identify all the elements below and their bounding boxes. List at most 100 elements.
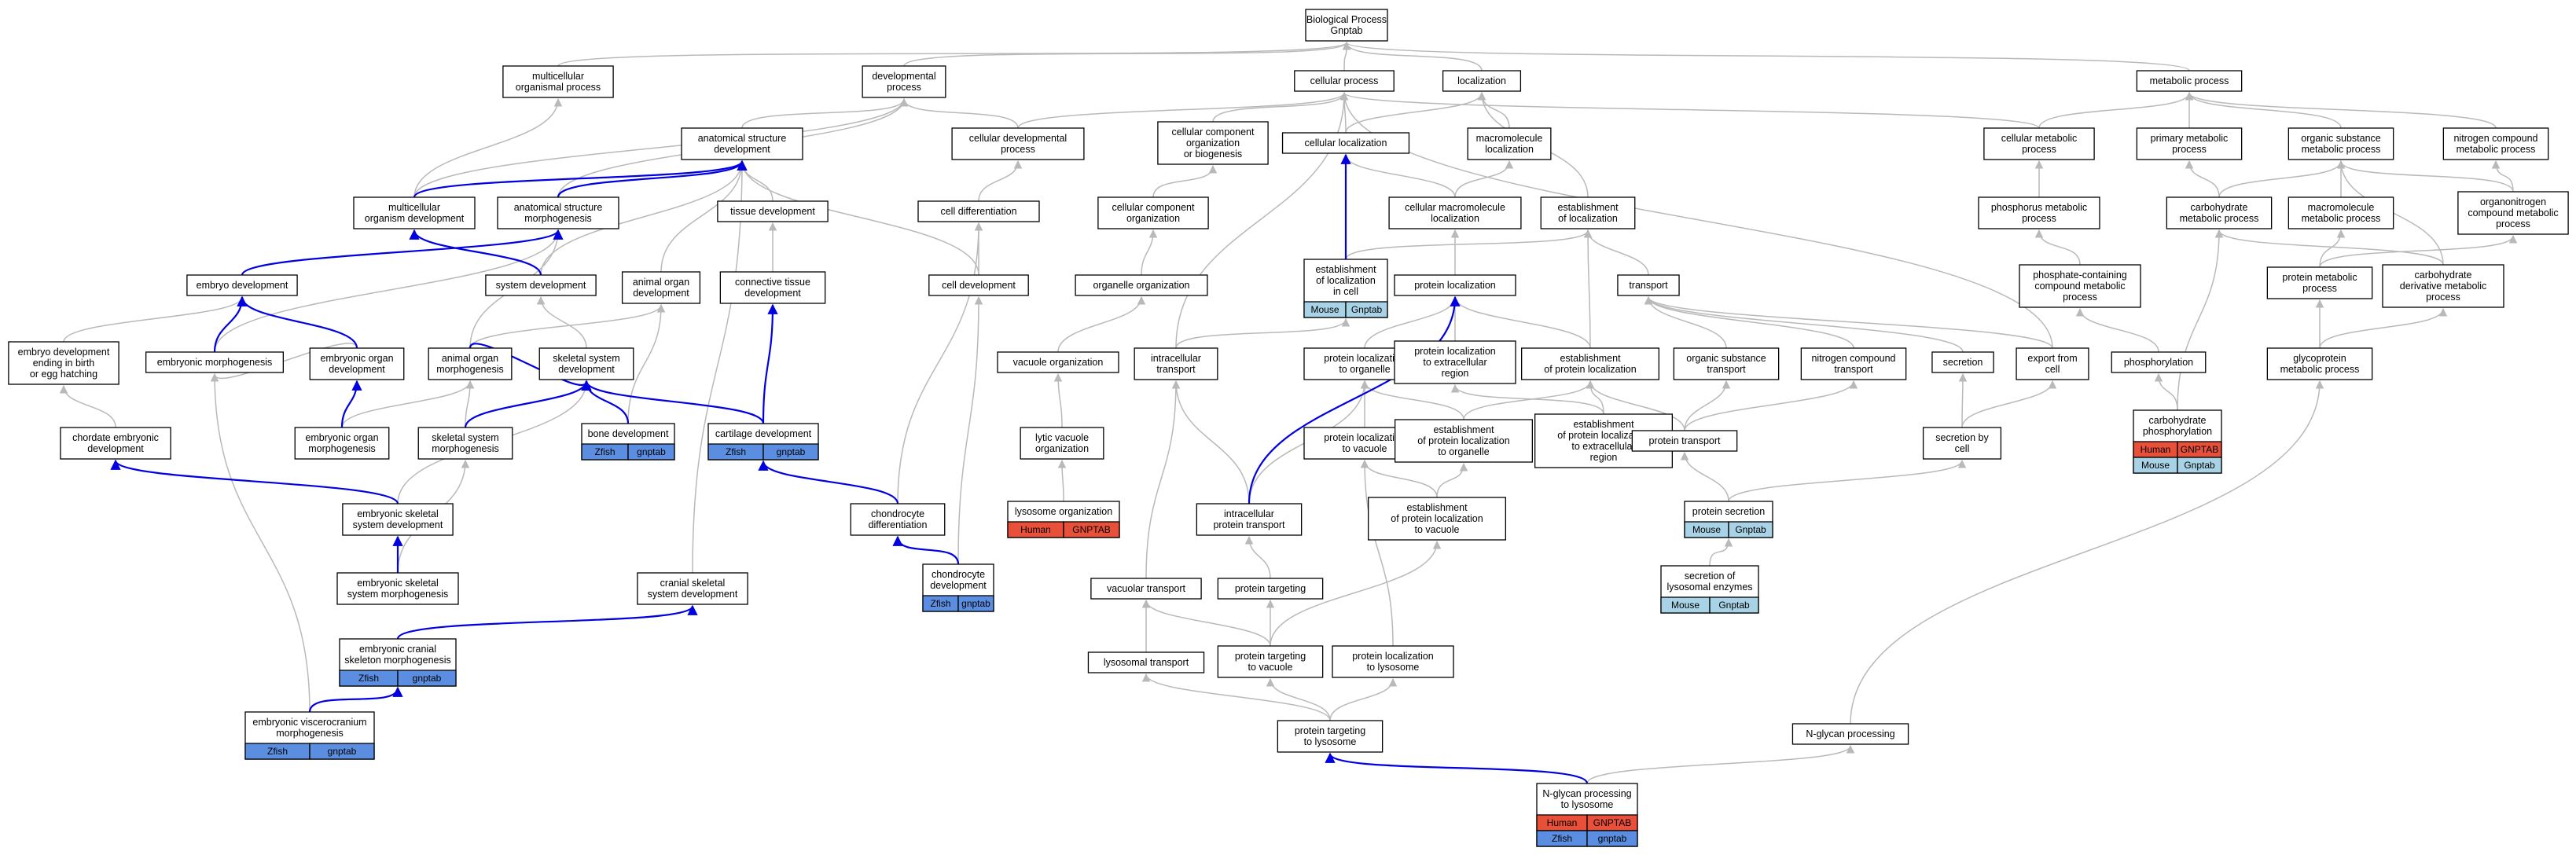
is-a-edge <box>540 160 747 276</box>
go-term-node[interactable]: protein localization <box>1394 274 1516 296</box>
node-label: protein localization <box>1414 346 1496 357</box>
go-term-node[interactable]: tissue development <box>717 200 829 222</box>
go-term-node[interactable]: embryonic viscerocraniummorphogenesisZfi… <box>244 711 375 760</box>
go-term-node[interactable]: secretion <box>1931 351 1994 373</box>
go-term-node[interactable]: N-glycan processing <box>1791 723 1909 745</box>
go-term-node[interactable]: protein targeting <box>1217 578 1324 600</box>
node-label: skeleton morphogenesis <box>344 655 451 666</box>
go-term-node[interactable]: vacuolar transport <box>1090 578 1202 600</box>
node-label: morphogenesis <box>432 443 498 454</box>
node-box <box>1087 651 1205 673</box>
go-term-node[interactable]: cellular process <box>1294 70 1395 92</box>
go-term-node[interactable]: localization <box>1442 70 1522 92</box>
go-term-node[interactable]: metabolic process <box>2136 70 2243 92</box>
node-box <box>2266 347 2373 380</box>
node-label: protein transport <box>1648 435 1721 446</box>
go-term-node[interactable]: lysosomal transport <box>1087 651 1205 673</box>
go-term-node[interactable]: vacuole organization <box>997 351 1119 373</box>
go-term-node[interactable]: system development <box>485 274 597 296</box>
node-label: lysosome organization <box>1015 506 1112 517</box>
is-a-edge <box>2177 229 2224 411</box>
node-label: system development <box>496 280 586 291</box>
go-term-node[interactable]: cellular localization <box>1281 132 1410 154</box>
is-a-edge <box>1958 372 1968 428</box>
go-term-node[interactable]: cell development <box>928 274 1029 296</box>
go-term-node[interactable]: protein transport <box>1631 430 1738 452</box>
is-a-edge <box>210 372 311 713</box>
go-term-node[interactable]: cell differentiation <box>917 200 1040 222</box>
go-term-node[interactable]: transport <box>1617 274 1680 296</box>
go-term-node[interactable]: embryo development <box>186 274 298 296</box>
go-term-node[interactable]: phosphorylation <box>2111 351 2207 373</box>
go-term-node[interactable]: embryonic morphogenesis <box>145 351 284 373</box>
go-term-node[interactable]: organelle organization <box>1075 274 1208 296</box>
node-box <box>2266 266 2373 299</box>
node-box <box>928 274 1029 296</box>
is-a-edge <box>2075 307 2159 353</box>
node-label: embryo development <box>18 347 110 358</box>
is-a-edge <box>1017 91 1349 129</box>
